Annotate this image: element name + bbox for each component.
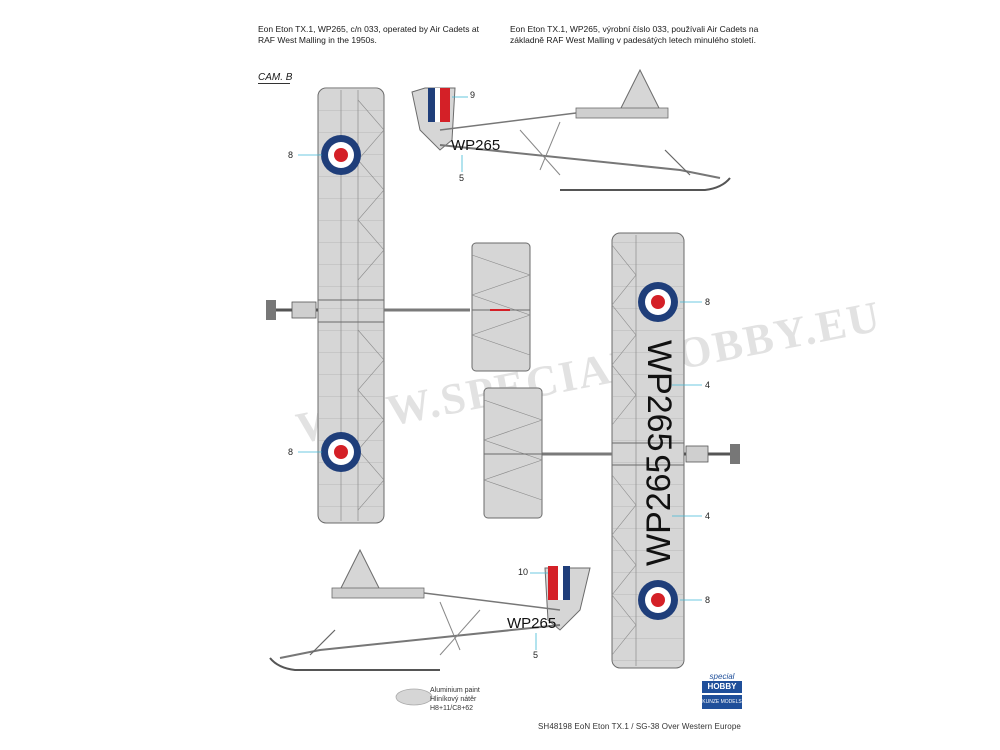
roundel-bottom-upper (638, 282, 678, 322)
caption-english: Eon Eton TX.1, WP265, c/n 033, operated … (258, 24, 479, 45)
top-view-fuselage (266, 300, 470, 320)
serial-underwing-upper: WP265 (640, 340, 678, 452)
camouflage-label-underline (258, 83, 290, 84)
bottom-view-fuselage (530, 444, 740, 464)
serial-underwing-lower: WP265 (640, 455, 678, 567)
callout-roundel-upper-left-top: 8 (288, 150, 294, 160)
side-view-bottom: WP265 (269, 548, 591, 671)
callout-serial-bottom: 5 (533, 650, 539, 660)
callout-roundel-lower-right-top: 8 (705, 297, 711, 307)
legend-line-czech: Hliníkový nátěr (430, 696, 477, 703)
bottom-view-tailplane (483, 387, 543, 519)
top-view-tailplane (471, 242, 531, 372)
bottom-view-wing (611, 232, 685, 669)
camouflage-label: CAM. B (258, 72, 293, 83)
serial-side-bottom: WP265 (507, 615, 556, 632)
caption-czech: Eon Eton TX.1, WP265, výrobní číslo 033,… (510, 24, 759, 45)
side-view-top: WP265 (411, 68, 731, 191)
callout-roundel-upper-left-bottom: 8 (288, 447, 294, 457)
callout-fin-flash-top: 9 (470, 90, 476, 100)
logo-hobby-text: HOBBY (702, 681, 742, 693)
callout-serial-top: 5 (459, 173, 465, 183)
publisher-logo: special HOBBY KUNZE MODELS (702, 672, 742, 709)
top-view-wing (317, 87, 385, 524)
roundel-top-upper (321, 135, 361, 175)
legend-line-codes: H8+11/C8+62 (430, 705, 474, 712)
logo-kunze-text: KUNZE MODELS (702, 695, 742, 709)
roundel-top-lower (321, 432, 361, 472)
legend-line-english: Aluminium paint (430, 687, 480, 694)
callout-roundel-lower-right-bottom: 8 (705, 595, 711, 605)
callout-serial-lower-right-top: 4 (705, 380, 711, 390)
legend-color: Aluminium paint Hliníkový nátěr H8+11/C8… (430, 686, 480, 713)
aluminium-swatch (395, 688, 433, 706)
roundel-bottom-lower (638, 580, 678, 620)
logo-top-text: special (709, 672, 735, 681)
serial-side-top: WP265 (451, 137, 500, 154)
callout-fin-flash-bottom: 10 (518, 567, 529, 577)
callout-serial-lower-right-bottom: 4 (705, 511, 711, 521)
footer-text: SH48198 EoN Eton TX.1 / SG-38 Over Weste… (538, 722, 741, 731)
